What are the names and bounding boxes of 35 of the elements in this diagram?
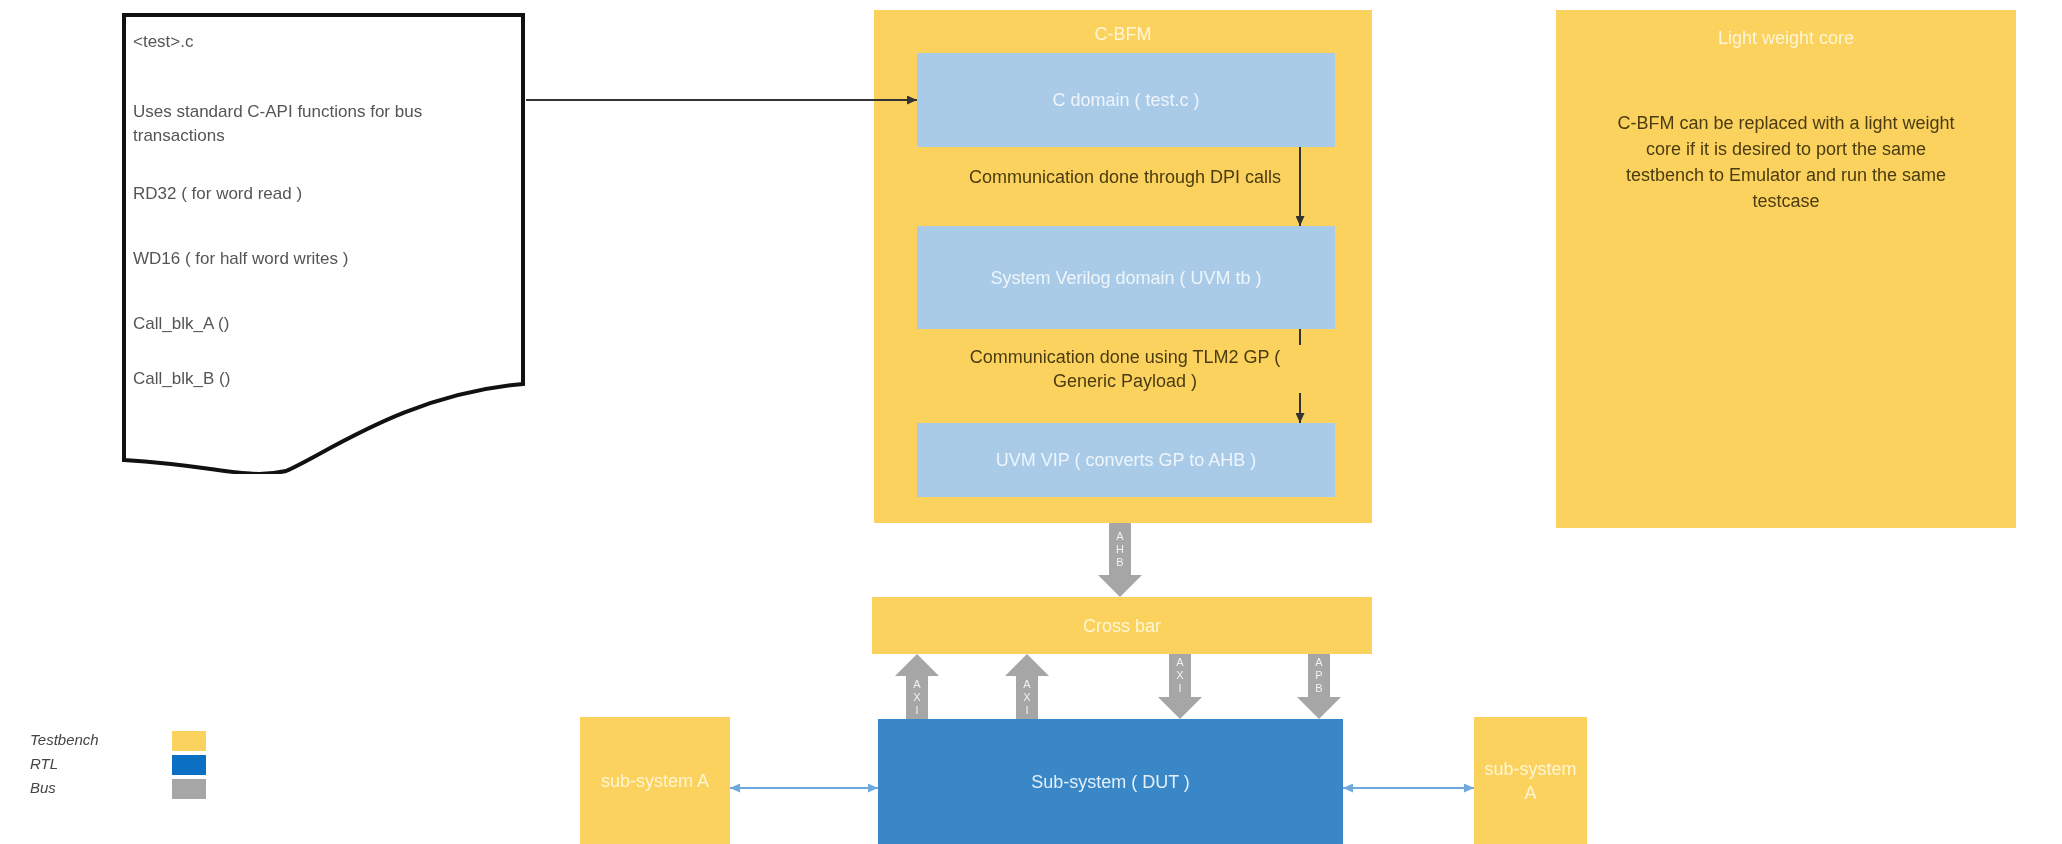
arrow <box>525 95 918 105</box>
block-box: Cross bar <box>872 597 1372 654</box>
edge-label: AHB <box>1113 528 1127 571</box>
group-title: C-BFM <box>1093 24 1153 45</box>
edge-label: AXI <box>1173 655 1187 697</box>
code-text: <test>.c <box>133 31 195 53</box>
arrow <box>729 783 879 793</box>
note-title: Light weight core <box>1716 28 1856 49</box>
bus-arrow <box>1297 654 1341 719</box>
code-text: WD16 ( for half word writes ) <box>133 248 350 270</box>
edge-label: AXI <box>1020 677 1034 719</box>
bus-arrow <box>1005 654 1049 719</box>
code-text: Call_blk_A () <box>133 313 231 335</box>
edge-label: AXI <box>910 677 924 719</box>
block-box: System Verilog domain ( UVM tb ) <box>917 226 1335 329</box>
block-box: UVM VIP ( converts GP to AHB ) <box>917 423 1335 497</box>
block-box: sub-system A <box>1474 717 1587 844</box>
bus-arrow <box>895 654 939 719</box>
code-text: Uses standard C-API functions for bus transactions <box>133 101 424 147</box>
bus-arrow <box>1098 523 1142 597</box>
note-box <box>1556 10 2016 528</box>
edge-label: APB <box>1312 655 1326 697</box>
block-box: sub-system A <box>580 717 730 844</box>
code-text: Call_blk_B () <box>133 368 232 390</box>
block-box: C domain ( test.c ) <box>917 53 1335 147</box>
legend-text: RTL <box>30 754 59 774</box>
arrow <box>1342 783 1475 793</box>
code-text: RD32 ( for word read ) <box>133 183 304 205</box>
legend-text: Testbench <box>30 730 99 750</box>
legend-text: Bus <box>30 778 56 798</box>
group-box <box>874 10 1372 523</box>
bus-arrow <box>1158 654 1202 719</box>
block-box: Sub-system ( DUT ) <box>878 719 1343 844</box>
note-text: C-BFM can be replaced with a light weight core if it is desired to port the same testbench to Emulator and run the same testcase <box>1616 112 1956 213</box>
arrow <box>1295 146 1305 227</box>
